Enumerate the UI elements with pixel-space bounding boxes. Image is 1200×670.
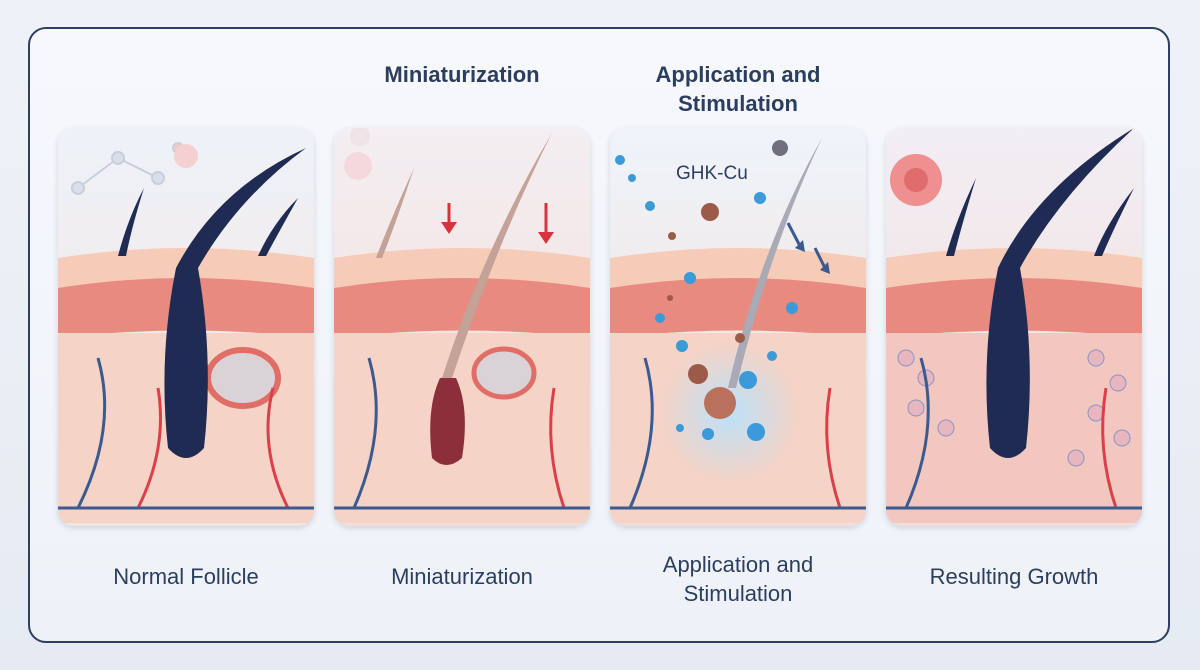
- arrow-down-icon: [538, 232, 554, 244]
- arrow-down-icon: [820, 262, 830, 274]
- arrow-down-icon: [786, 222, 802, 247]
- normal-follicle-illustration: [58, 128, 314, 526]
- panel-title-application: Application and Stimulation: [655, 62, 821, 116]
- vessels: [58, 357, 314, 510]
- panel-resulting-growth: [886, 128, 1142, 526]
- particle-icon: [615, 140, 798, 441]
- cell-icon: [350, 128, 370, 146]
- hair-shaft: [728, 138, 822, 388]
- follicle-bulb: [986, 268, 1030, 458]
- application-illustration: [610, 128, 866, 526]
- miniaturization-illustration: [334, 128, 590, 526]
- cell-icon: [344, 152, 372, 180]
- panel-application: [610, 128, 866, 526]
- hair-shaft-main: [176, 148, 306, 268]
- label-resulting-growth: Resulting Growth: [929, 564, 1099, 589]
- thin-hair-shaft: [376, 168, 414, 258]
- arrow-down-icon: [441, 222, 457, 234]
- panel-miniaturization: [334, 128, 590, 526]
- resulting-growth-illustration: [886, 128, 1142, 526]
- follicle-bulb: [164, 268, 208, 458]
- arrow-down-icon: [795, 240, 805, 252]
- gland: [205, 347, 281, 409]
- panel-normal-follicle: [58, 128, 314, 526]
- molecule-label: GHK-Cu: [676, 163, 748, 184]
- label-normal-follicle: Normal Follicle: [113, 564, 259, 589]
- thin-hair-shaft: [442, 133, 552, 378]
- arrow-down-icon: [813, 247, 827, 269]
- cell-icon: [174, 144, 198, 168]
- label-miniaturization: Miniaturization: [391, 564, 533, 589]
- label-application: Application and Stimulation: [662, 552, 814, 606]
- hair-shaft-small: [258, 198, 298, 256]
- panel-title-miniaturization: Miniaturization: [384, 62, 540, 87]
- cell-icon: [904, 168, 928, 192]
- hair-shaft-small: [118, 188, 144, 256]
- hair-shaft-small: [1094, 188, 1134, 256]
- shrunken-follicle: [430, 378, 465, 465]
- hair-shaft-main: [998, 128, 1134, 268]
- hair-shaft-small: [946, 178, 976, 256]
- molecule-icon: [71, 142, 184, 195]
- tissue-cells: [897, 349, 1131, 467]
